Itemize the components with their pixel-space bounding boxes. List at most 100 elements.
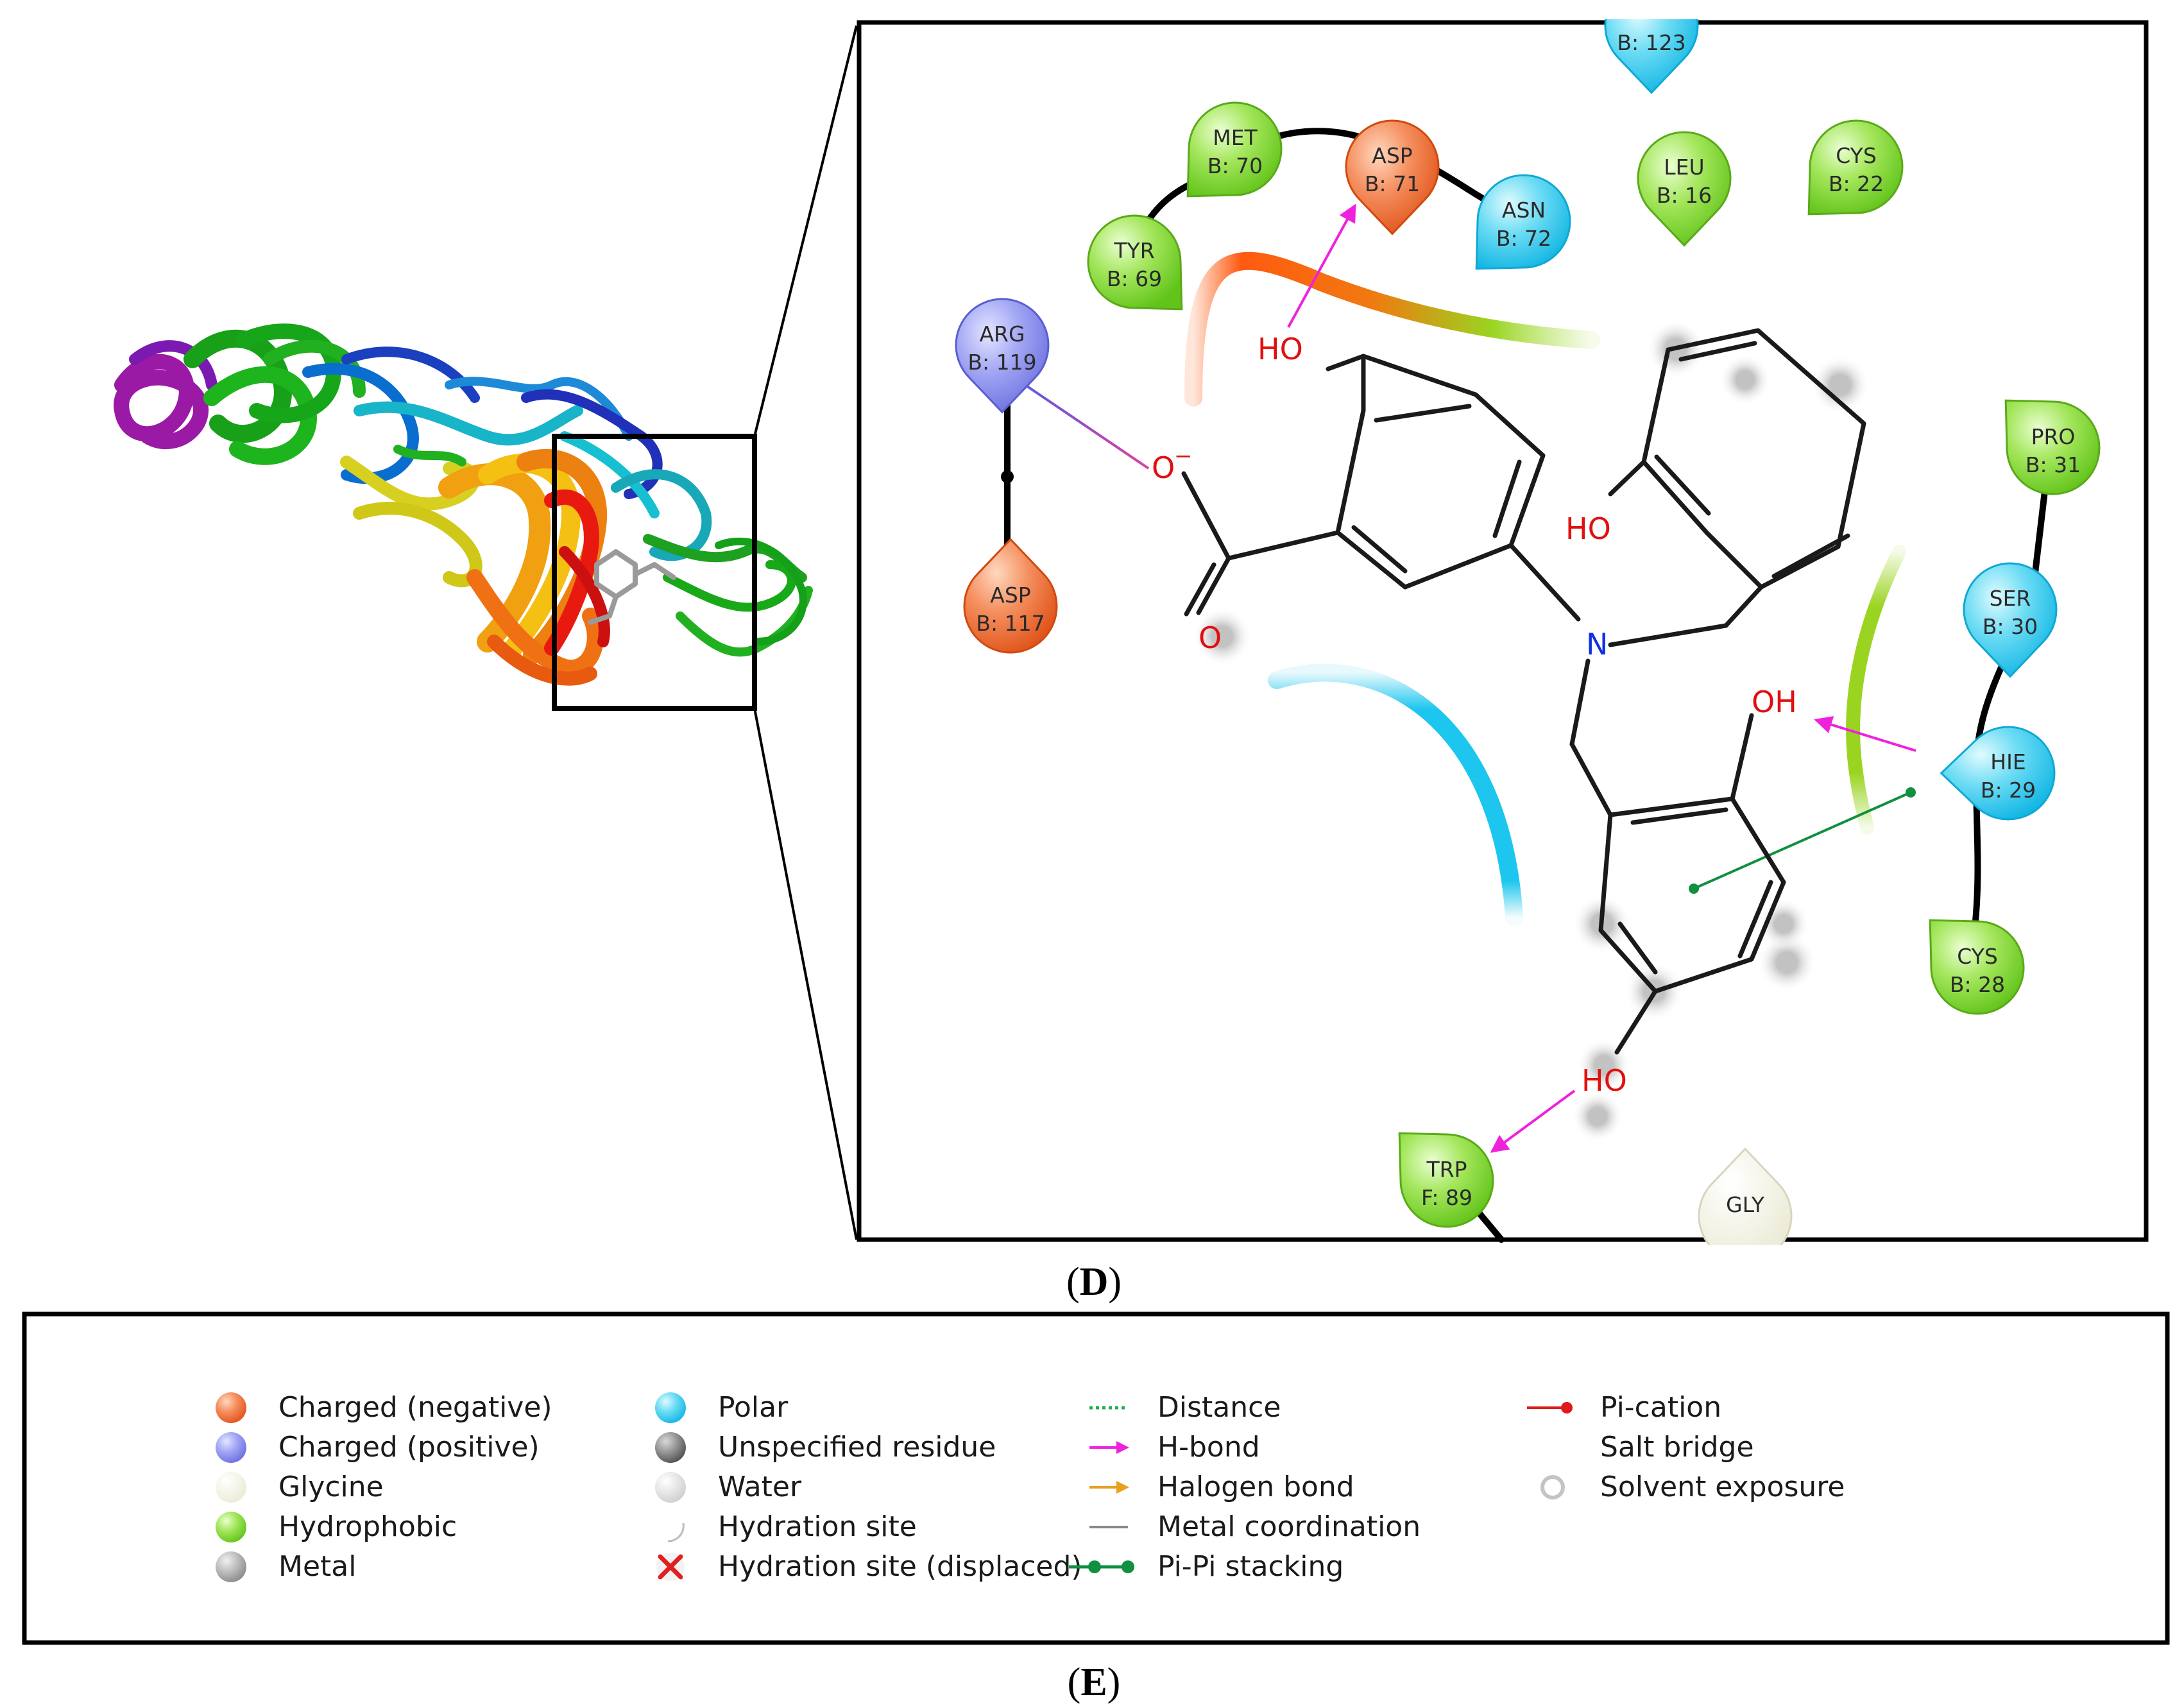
residue-tyr-b69: TYR B: 69 xyxy=(1087,214,1183,311)
legend-label: Metal coordination xyxy=(1157,1510,1420,1543)
ho-benzyl-label: HO xyxy=(1565,511,1611,546)
residue-name: CYS xyxy=(1836,143,1877,168)
legend-pin-icon xyxy=(1527,1402,1573,1413)
legend: Charged (negative) Charged (positive) Glyc… xyxy=(216,1391,1845,1583)
residue-name: CYS xyxy=(1957,944,1998,969)
legend-sphere-icon xyxy=(216,1512,246,1542)
residue-name: TYR xyxy=(1113,238,1154,263)
residue-name: HIE xyxy=(1990,749,2026,774)
residue-number: B: 30 xyxy=(1983,614,2038,639)
o-minus-charge: − xyxy=(1174,443,1193,469)
zoom-line-top xyxy=(753,25,858,437)
panel-label-d: (D) xyxy=(1066,1260,1122,1304)
ligand-atom-labels: HO O − O HO N OH HO xyxy=(1152,332,1797,1098)
pi-pi-stacking-line xyxy=(1689,787,1916,894)
legend-label: Pi-cation xyxy=(1600,1391,1721,1424)
legend-label: Charged (negative) xyxy=(278,1391,552,1424)
legend-sphere-icon xyxy=(216,1551,246,1582)
legend-dumbbell-icon xyxy=(1069,1560,1134,1573)
residue-name: TRP xyxy=(1426,1157,1467,1182)
legend-sphere-icon xyxy=(216,1472,246,1503)
legend-item-h-bond: H-bond xyxy=(1089,1431,1260,1464)
residue-name: MET xyxy=(1213,125,1258,150)
residue-number: B: 28 xyxy=(1950,972,2005,997)
legend-hydration-icon xyxy=(667,1523,685,1542)
residue-residue-b123: B: 123 xyxy=(1604,19,1699,94)
legend-label: Hydrophobic xyxy=(278,1510,457,1543)
residue-number: F: 89 xyxy=(1421,1185,1472,1210)
residue-arg-b119: ARG B: 119 xyxy=(955,298,1050,414)
residue-number: B: 16 xyxy=(1657,183,1712,208)
residue-number: B: 123 xyxy=(1617,30,1685,55)
legend-item-pi-pi-stacking: Pi-Pi stacking xyxy=(1069,1550,1344,1583)
residue-gly-n: GLY xyxy=(1698,1147,1793,1245)
legend-sphere-icon xyxy=(655,1432,686,1463)
o-minus-label: O xyxy=(1152,450,1175,485)
residue-cys-b28: CYS B: 28 xyxy=(1929,919,2025,1015)
residue-number: B: 70 xyxy=(1207,153,1263,178)
oh-right-label: OH xyxy=(1752,685,1797,719)
legend-item-solvent-exposure: Solvent exposure xyxy=(1540,1471,1845,1503)
residue-name: LEU xyxy=(1664,155,1704,180)
pocket-outline-green xyxy=(1846,545,1906,835)
legend-sphere-icon xyxy=(655,1472,686,1503)
legend-item-glycine: Glycine xyxy=(216,1471,384,1503)
ligand-stick-model xyxy=(588,549,676,625)
legend-frame xyxy=(22,1311,2170,1645)
nitrogen-label: N xyxy=(1586,627,1608,662)
residue-number: B: 72 xyxy=(1496,226,1551,251)
legend-label: H-bond xyxy=(1157,1431,1260,1464)
legend-item-halogen-bond: Halogen bond xyxy=(1089,1471,1354,1503)
residue-number: B: 71 xyxy=(1365,171,1420,196)
residue-number: B: 31 xyxy=(2026,452,2081,477)
o-carbonyl-label: O xyxy=(1199,620,1222,655)
residue-trp-f89: TRP F: 89 xyxy=(1398,1132,1494,1228)
salt-bridge-line xyxy=(1020,381,1150,470)
ligand-skeleton xyxy=(1181,328,1866,1055)
zoom-line-bottom xyxy=(753,708,858,1240)
legend-item-charged-positive: Charged (positive) xyxy=(216,1431,540,1464)
legend-item-charged-negative: Charged (negative) xyxy=(216,1391,552,1424)
legend-item-metal-coordination: Metal coordination xyxy=(1089,1510,1420,1543)
legend-item-pi-cation: Pi-cation xyxy=(1527,1391,1721,1424)
legend-label: Hydration site xyxy=(718,1510,917,1543)
legend-item-metal: Metal xyxy=(216,1550,356,1583)
legend-label: Charged (positive) xyxy=(278,1431,540,1464)
panel-label-e: (E) xyxy=(1068,1661,1121,1704)
residue-asn-b72: ASN B: 72 xyxy=(1475,174,1571,270)
legend-item-hydration-site: Hydration site xyxy=(667,1510,917,1543)
legend-item-hydration-site-displaced: Hydration site (displaced) xyxy=(656,1550,1082,1583)
zoom-selection-box xyxy=(552,434,757,711)
legend-arrow-icon xyxy=(1089,1481,1129,1494)
legend-item-distance: Distance xyxy=(1089,1391,1281,1424)
residue-number: B: 119 xyxy=(968,350,1036,375)
residue-nodes: TYR B: 69 MET B: 70 ASP B: 71 ASN B: 72 B: 123LE… xyxy=(955,19,2101,1245)
protein-ribbon-structure xyxy=(114,323,813,686)
legend-item-polar: Polar xyxy=(655,1391,789,1424)
residue-name: ASP xyxy=(990,583,1030,608)
legend-item-water: Water xyxy=(655,1471,802,1503)
residue-name: GLY xyxy=(1726,1192,1765,1217)
pocket-outline-cyan xyxy=(1268,663,1523,927)
legend-label: Salt bridge xyxy=(1600,1431,1754,1464)
residue-leu-b16: LEU B: 16 xyxy=(1637,131,1732,247)
legend-item-unspecified-residue: Unspecified residue xyxy=(655,1431,996,1464)
legend-ring-icon xyxy=(1540,1475,1565,1499)
residue-name: ARG xyxy=(979,321,1025,346)
legend-sphere-icon xyxy=(216,1432,246,1463)
legend-label: Pi-Pi stacking xyxy=(1157,1550,1344,1583)
residue-name: ASN xyxy=(1502,198,1546,223)
legend-arrow-icon xyxy=(1089,1441,1129,1454)
legend-label: Halogen bond xyxy=(1157,1471,1354,1503)
legend-item-salt-bridge: Salt bridge xyxy=(1527,1431,1754,1464)
residue-number: B: 69 xyxy=(1107,266,1162,291)
legend-label: Distance xyxy=(1157,1391,1281,1424)
legend-label: Polar xyxy=(718,1391,789,1424)
